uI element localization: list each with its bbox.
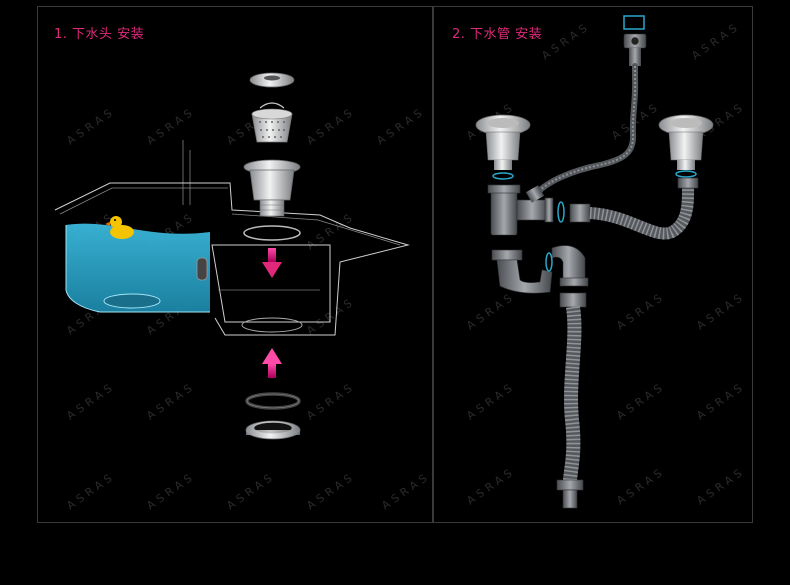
right-strainer [658, 114, 714, 178]
strainer-body [243, 159, 301, 217]
p-trap [491, 245, 589, 294]
drain-hose [556, 292, 587, 509]
drain-pipe-assembly [475, 15, 714, 509]
step-title: 1. 下水头 安装 [54, 27, 145, 42]
arrow-up-icon [262, 348, 282, 378]
step-panel-sink-drain: 1. 下水头 安装 [37, 6, 433, 523]
lock-nut [245, 420, 301, 440]
overflow-fitting [623, 15, 647, 66]
left-strainer [475, 114, 531, 180]
tee-connector [487, 184, 565, 236]
rubber-duck-icon [105, 216, 134, 239]
step-panel-drain-pipe: 2. 下水管 安装 [433, 6, 753, 523]
strainer-basket [251, 102, 293, 143]
basket-strainer-parts [243, 72, 301, 440]
arrow-down-icon [262, 248, 282, 278]
step-title: 2. 下水管 安装 [452, 27, 543, 42]
